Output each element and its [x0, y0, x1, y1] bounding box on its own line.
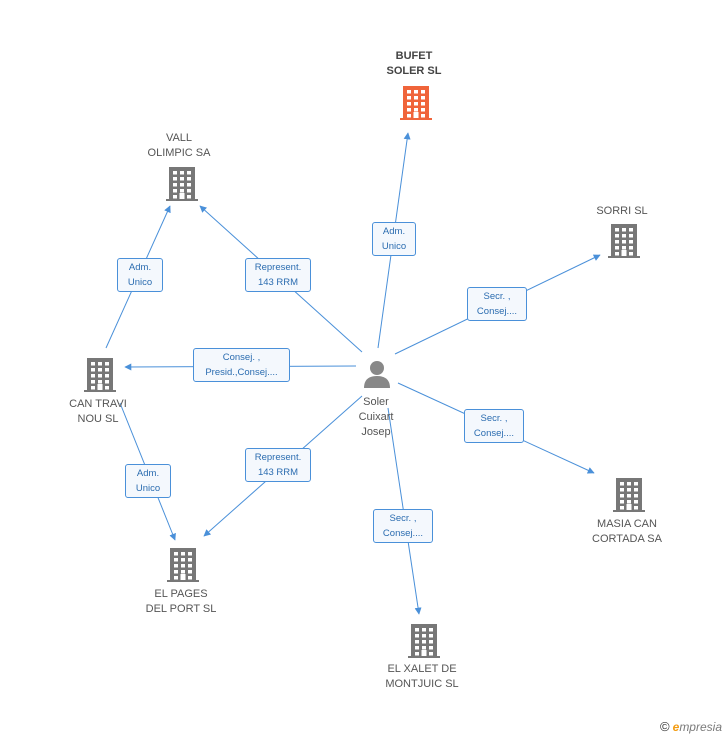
building-icon-masia[interactable] [613, 478, 645, 512]
edge-label-person-bufet[interactable]: Adm. Unico [372, 222, 416, 256]
brand-e: e [672, 720, 680, 734]
edges-layer [105, 132, 601, 615]
edge-label-cantravi-pages[interactable]: Adm. Unico [125, 464, 171, 498]
node-label-pages[interactable]: EL PAGES DEL PORT SL [145, 588, 217, 615]
node-label-xalet[interactable]: EL XALET DE MONTJUIC SL [385, 663, 459, 690]
node-label-sorri[interactable]: SORRI SL [596, 205, 648, 217]
building-icon-vall[interactable] [166, 167, 198, 201]
icons-layer [84, 86, 645, 658]
person-icon[interactable] [364, 361, 390, 388]
brand-name: mpresia [679, 720, 722, 734]
empresia-brand[interactable]: ©empresia [660, 719, 722, 734]
building-icon-sorri[interactable] [608, 224, 640, 258]
edge-label-person-cantravi[interactable]: Consej. , Presid.,Consej.... [193, 348, 290, 382]
node-label-vall[interactable]: VALL OLIMPIC SA [147, 132, 211, 159]
copyright-icon: © [660, 719, 670, 734]
building-icon-xalet[interactable] [408, 624, 440, 658]
node-label-bufet[interactable]: BUFET SOLER SL [386, 50, 442, 77]
edge-label-person-vall[interactable]: Represent. 143 RRM [245, 258, 311, 292]
node-label-masia[interactable]: MASIA CAN CORTADA SA [592, 518, 662, 545]
node-label-person[interactable]: Soler Cuixart Josep [358, 396, 394, 438]
building-icon-bufet[interactable] [400, 86, 432, 120]
edge-label-person-sorri[interactable]: Secr. , Consej.... [467, 287, 527, 321]
building-icon-cantravi[interactable] [84, 358, 116, 392]
edge-label-person-xalet[interactable]: Secr. , Consej.... [373, 509, 433, 543]
edge-label-person-pages[interactable]: Represent. 143 RRM [245, 448, 311, 482]
building-icon-pages[interactable] [167, 548, 199, 582]
node-label-cantravi[interactable]: CAN TRAVI NOU SL [69, 398, 127, 425]
edge-label-cantravi-vall[interactable]: Adm. Unico [117, 258, 163, 292]
edge-label-person-masia[interactable]: Secr. , Consej.... [464, 409, 524, 443]
